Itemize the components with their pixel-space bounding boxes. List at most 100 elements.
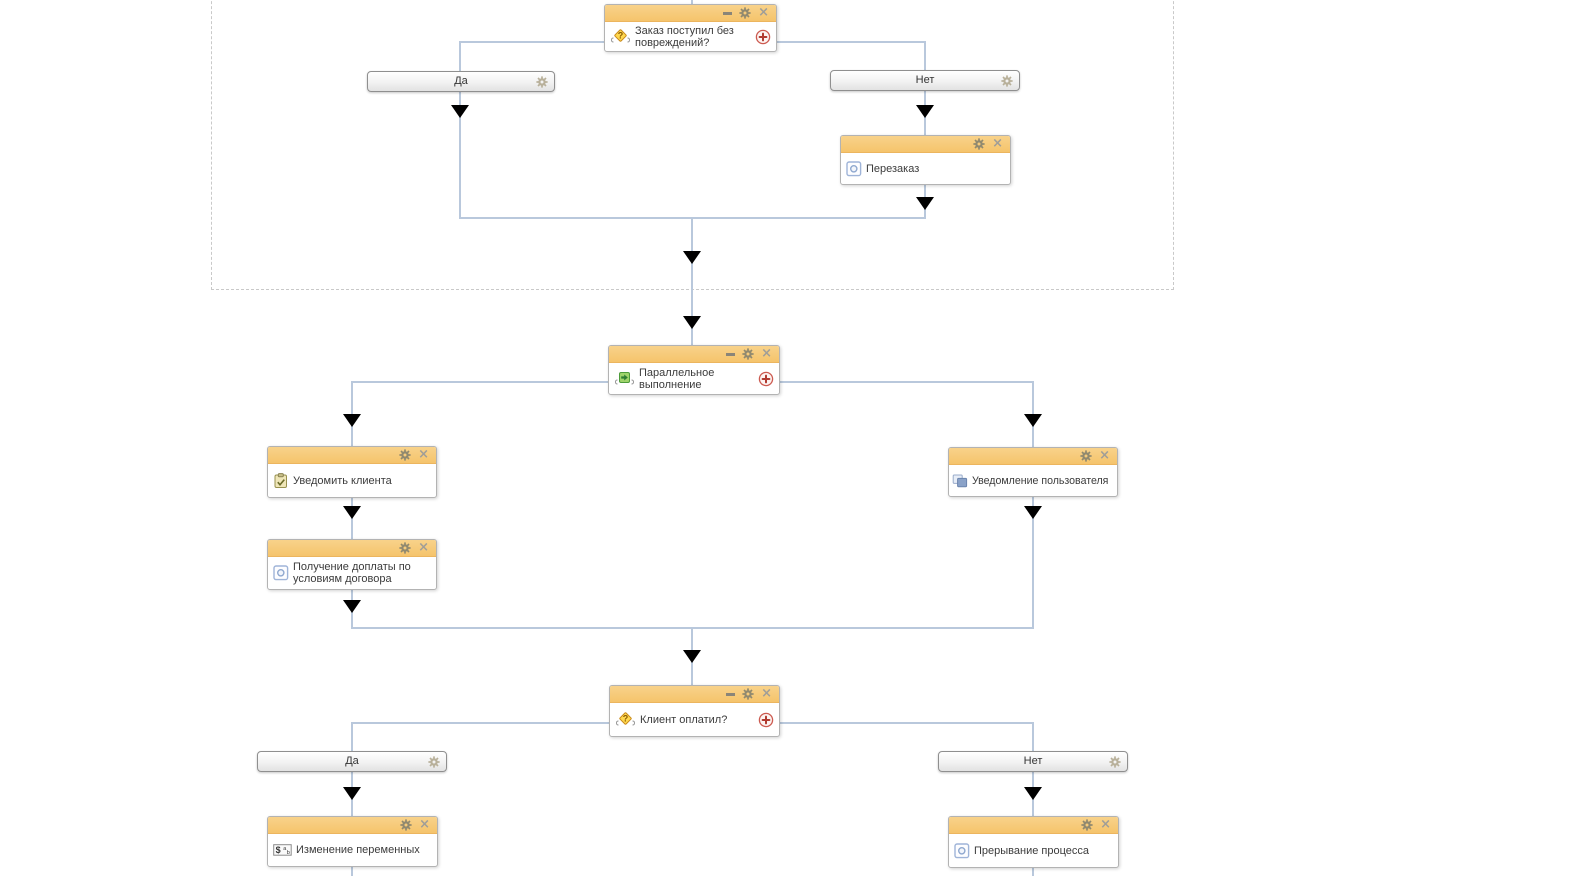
connector-line <box>351 722 353 751</box>
arrowhead-icon <box>916 105 934 118</box>
arrowhead-icon <box>683 251 701 264</box>
gear-icon[interactable] <box>428 756 440 768</box>
branch-button-yes-2[interactable]: Да <box>257 751 447 772</box>
add-connection-button[interactable] <box>755 29 771 45</box>
connector-line <box>924 41 926 70</box>
variables-icon: $ a b <box>273 844 292 856</box>
node-title: Параллельное выполнение <box>639 366 715 391</box>
gear-icon[interactable] <box>1001 75 1013 87</box>
branch-label: Да <box>454 75 468 87</box>
branch-label: Да <box>345 755 359 767</box>
node-header: × <box>268 817 437 834</box>
node-parallel-execution[interactable]: × Параллельное выполнение <box>608 345 780 395</box>
node-header: × <box>609 346 779 363</box>
close-icon[interactable]: × <box>419 817 430 832</box>
connector-line <box>352 722 609 724</box>
close-icon[interactable]: × <box>418 447 429 462</box>
arrowhead-icon <box>1024 414 1042 427</box>
minimize-icon[interactable] <box>726 352 736 356</box>
close-icon[interactable]: × <box>992 136 1003 151</box>
close-icon[interactable]: × <box>1099 448 1110 463</box>
node-condition-client-paid[interactable]: × ? Клиент оплатил? <box>609 685 780 737</box>
branch-button-no-1[interactable]: Нет <box>830 70 1020 91</box>
node-title: Заказ поступил без повреждений? <box>635 24 734 49</box>
gear-icon[interactable] <box>399 449 412 461</box>
minimize-icon[interactable] <box>726 692 736 696</box>
subprocess-icon <box>846 160 862 176</box>
gear-icon[interactable] <box>1080 450 1093 462</box>
svg-text:a: a <box>283 846 287 852</box>
close-icon[interactable]: × <box>761 686 772 701</box>
add-connection-button[interactable] <box>758 371 774 387</box>
connector-line <box>351 381 353 446</box>
node-title: Перезаказ <box>866 162 920 175</box>
condition-icon: ? <box>610 29 631 43</box>
node-title: Прерывание процесса <box>974 844 1090 857</box>
arrowhead-icon <box>343 600 361 613</box>
branch-label: Нет <box>1023 755 1043 767</box>
subprocess-icon <box>954 842 970 858</box>
minimize-icon[interactable] <box>723 11 733 15</box>
arrowhead-icon <box>343 787 361 800</box>
svg-text:?: ? <box>618 31 624 41</box>
branch-button-no-2[interactable]: Нет <box>938 751 1128 772</box>
arrowhead-icon <box>683 650 701 663</box>
connector-line <box>691 217 693 345</box>
gear-icon[interactable] <box>399 542 412 554</box>
arrowhead-icon <box>1024 506 1042 519</box>
node-header: × <box>949 448 1117 465</box>
close-icon[interactable]: × <box>758 5 769 20</box>
arrowhead-icon <box>916 197 934 210</box>
node-header: × <box>605 5 776 22</box>
connector-line <box>1032 722 1034 751</box>
add-connection-button[interactable] <box>758 712 774 728</box>
node-surcharge-subprocess[interactable]: × Получение доплаты по условиям договора <box>267 539 437 590</box>
gear-icon[interactable] <box>400 819 413 831</box>
connector-line <box>352 381 608 383</box>
node-interrupt-process[interactable]: × Прерывание процесса <box>948 816 1119 868</box>
notification-icon <box>952 474 968 487</box>
node-notify-client[interactable]: × Уведомить клиента <box>267 446 437 498</box>
node-reorder[interactable]: × Перезаказ <box>840 135 1011 185</box>
gear-icon[interactable] <box>739 7 752 19</box>
parallel-gateway-icon <box>614 372 635 385</box>
close-icon[interactable]: × <box>418 540 429 555</box>
close-icon[interactable]: × <box>1100 817 1111 832</box>
connector-line <box>459 41 461 71</box>
gear-icon[interactable] <box>536 76 548 88</box>
gear-icon[interactable] <box>1081 819 1094 831</box>
connector-line <box>780 722 1033 724</box>
branch-label: Нет <box>915 74 935 86</box>
node-title: Клиент оплатил? <box>640 713 728 726</box>
node-title: Получение доплаты по условиям договора <box>293 561 411 585</box>
node-change-variables[interactable]: × $ a b Изменение переменных <box>267 816 438 867</box>
svg-text:b: b <box>287 850 290 856</box>
connector-line <box>1032 868 1034 876</box>
gear-icon[interactable] <box>973 138 986 150</box>
branch-button-yes-1[interactable]: Да <box>367 71 555 92</box>
svg-text:?: ? <box>623 714 629 724</box>
subprocess-icon <box>273 565 289 581</box>
arrowhead-icon <box>1024 787 1042 800</box>
node-title: Изменение переменных <box>296 844 420 856</box>
node-user-notification[interactable]: × Уведомление пользователя <box>948 447 1118 497</box>
close-icon[interactable]: × <box>761 346 772 361</box>
connector-line <box>691 0 693 5</box>
arrowhead-icon <box>343 506 361 519</box>
gear-icon[interactable] <box>742 688 755 700</box>
node-title: Уведомление пользователя <box>972 474 1109 487</box>
connector-line <box>351 867 353 876</box>
arrowhead-icon <box>343 414 361 427</box>
node-header: × <box>610 686 779 703</box>
node-header: × <box>268 540 436 557</box>
condition-icon: ? <box>615 712 636 726</box>
svg-text:$: $ <box>276 845 281 855</box>
connector-line <box>777 41 926 43</box>
gear-icon[interactable] <box>742 348 755 360</box>
node-condition-order-ok[interactable]: × ? Заказ поступил без повреждений? <box>604 4 777 52</box>
arrowhead-icon <box>451 105 469 118</box>
node-title: Уведомить клиента <box>293 474 392 487</box>
connector-line <box>1032 497 1034 629</box>
gear-icon[interactable] <box>1109 756 1121 768</box>
